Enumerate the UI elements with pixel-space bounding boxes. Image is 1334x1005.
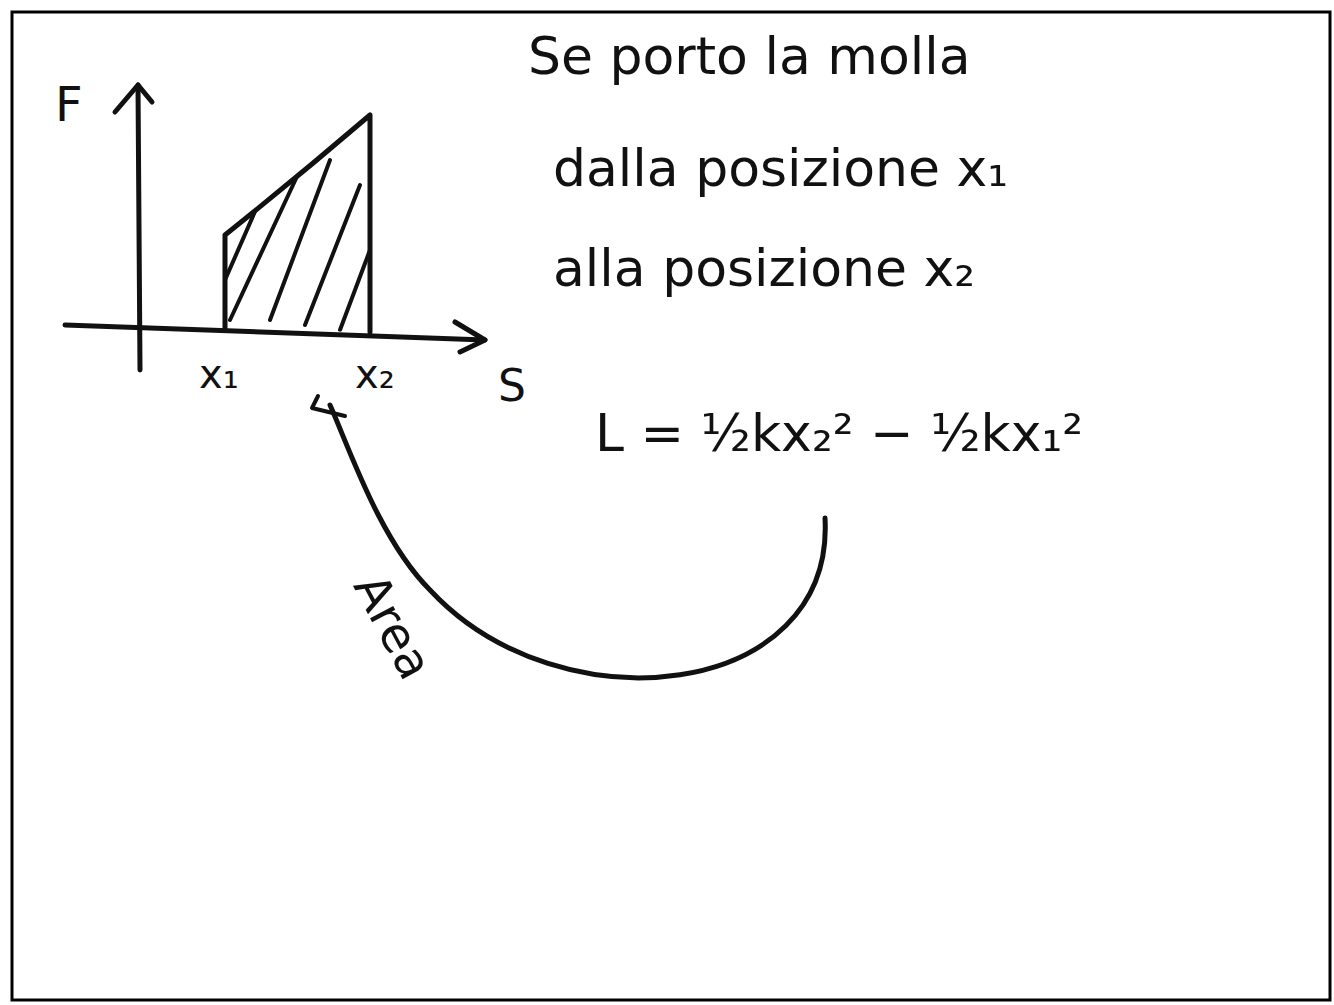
- work-area-hatching: [225, 160, 370, 330]
- axis-tick-label: x₂: [352, 352, 398, 396]
- axis-label: F: [52, 78, 86, 131]
- axis-tick-label: x₁: [196, 352, 242, 396]
- force-axis-head: [115, 85, 152, 112]
- note-text: Se porto la molla: [525, 28, 974, 85]
- axis-label: S: [495, 362, 529, 410]
- callout-label: Area: [343, 563, 444, 691]
- note-text: alla posizione x₂: [550, 240, 978, 297]
- displacement-axis-head: [455, 322, 485, 352]
- page-frame: [12, 12, 1330, 1000]
- work-area-outline: [225, 115, 370, 332]
- displacement-axis: [65, 325, 485, 340]
- note-text: dalla posizione x₁: [550, 140, 1011, 197]
- work-formula: L = ½kx₂² − ½kx₁²: [592, 405, 1086, 462]
- callout-head: [312, 396, 345, 416]
